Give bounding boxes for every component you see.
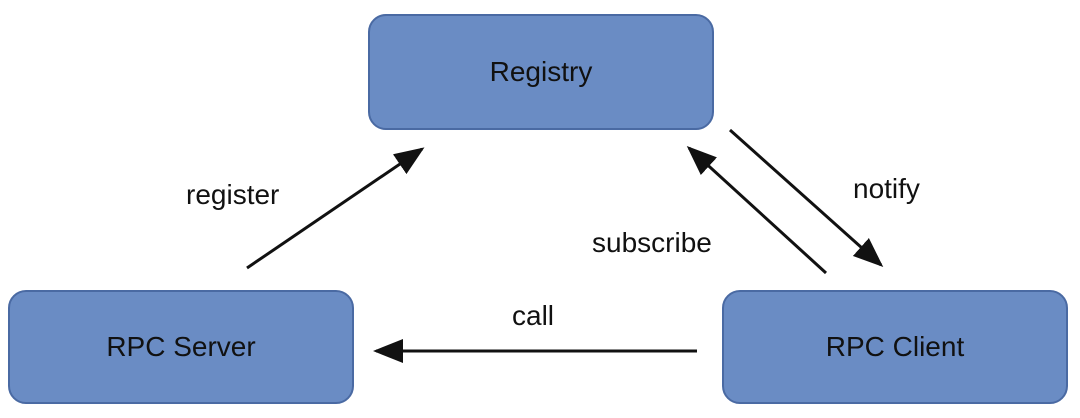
rpc-server-label: RPC Server	[106, 331, 256, 362]
rpc-server-node: RPC Server	[8, 290, 354, 404]
register-edge-label: register	[186, 179, 280, 210]
subscribe-edge-label: subscribe	[592, 227, 712, 258]
notify-arrow	[729, 128, 884, 267]
subscribe-arrow	[686, 145, 828, 275]
rpc-client-node: RPC Client	[722, 290, 1068, 404]
registry-node: Registry	[368, 14, 714, 130]
register-arrow	[246, 147, 425, 270]
call-edge-label: call	[512, 300, 555, 331]
notify-edge-label: notify	[853, 173, 920, 204]
rpc-client-label: RPC Client	[825, 331, 965, 362]
registry-label: Registry	[489, 56, 593, 87]
